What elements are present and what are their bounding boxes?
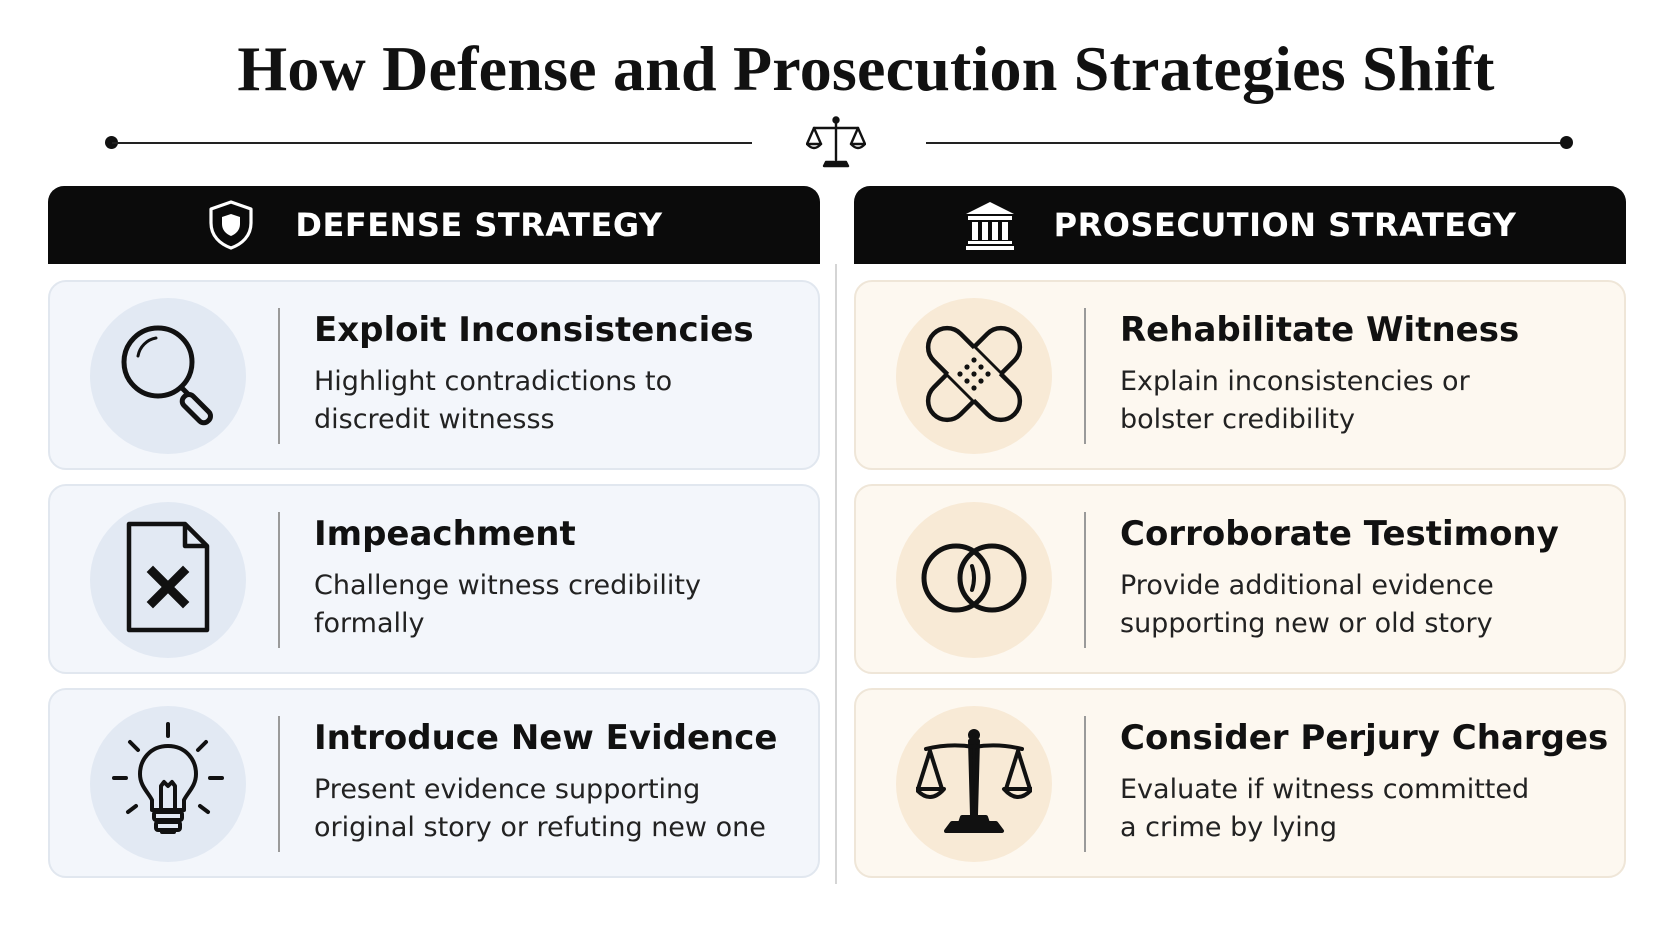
bandage-icon: [915, 315, 1033, 437]
card-separator: [278, 512, 280, 648]
prosecution-icon-bg: [896, 706, 1052, 862]
courthouse-icon: [964, 199, 1016, 251]
prosecution-header-label: PROSECUTION STRATEGY: [1053, 206, 1517, 244]
card-title: Rehabilitate Witness: [1120, 310, 1520, 350]
card-title: Impeachment: [314, 514, 576, 554]
card-description: Highlight contradictions to discredit wi…: [314, 363, 798, 439]
card-title: Corroborate Testimony: [1120, 514, 1559, 554]
prosecution-icon-bg: [896, 502, 1052, 658]
card-description-line: Provide additional evidence: [1120, 569, 1494, 601]
card-description: Provide additional evidence supporting n…: [1120, 567, 1604, 643]
card-description-line: Present evidence supporting: [314, 773, 701, 805]
shield-icon: [205, 199, 257, 251]
lightbulb-icon: [106, 720, 230, 848]
card-text: Introduce New Evidence Present evidence …: [314, 718, 798, 847]
card-description: Explain inconsistencies or bolster credi…: [1120, 363, 1604, 439]
document-x-icon: [113, 518, 223, 642]
card-description-line: Explain inconsistencies or: [1120, 365, 1470, 397]
card-separator: [1084, 716, 1086, 852]
card-description-line: supporting new or old story: [1120, 607, 1493, 639]
card-separator: [1084, 308, 1086, 444]
card-separator: [278, 308, 280, 444]
divider-line-right: [926, 142, 1566, 144]
card-text: Corroborate Testimony Provide additional…: [1120, 514, 1604, 643]
card-description-line: Highlight contradictions to: [314, 365, 673, 397]
defense-icon-bg: [90, 298, 246, 454]
defense-icon-bg: [90, 706, 246, 862]
card-description-line: discredit witnesss: [314, 403, 555, 435]
defense-card-introduce-new-evidence: Introduce New Evidence Present evidence …: [48, 688, 820, 878]
prosecution-icon-bg: [896, 298, 1052, 454]
divider-dot-right: [1560, 136, 1573, 149]
card-text: Rehabilitate Witness Explain inconsisten…: [1120, 310, 1604, 439]
card-description-line: a crime by lying: [1120, 811, 1338, 843]
prosecution-header: PROSECUTION STRATEGY: [854, 186, 1626, 264]
card-separator: [278, 716, 280, 852]
card-title: Exploit Inconsistencies: [314, 310, 754, 350]
card-title: Introduce New Evidence: [314, 718, 778, 758]
defense-card-impeachment: Impeachment Challenge witness credibilit…: [48, 484, 820, 674]
prosecution-card-rehabilitate-witness: Rehabilitate Witness Explain inconsisten…: [854, 280, 1626, 470]
defense-icon-bg: [90, 502, 246, 658]
card-description-line: Evaluate if witness committed: [1120, 773, 1530, 805]
card-description: Evaluate if witness committed a crime by…: [1120, 771, 1604, 847]
divider-line-left: [112, 142, 752, 144]
scale-icon: [805, 114, 867, 170]
prosecution-column: PROSECUTION STRATEGY: [854, 186, 1626, 878]
magnifying-glass-icon: [108, 314, 228, 438]
prosecution-card-corroborate-testimony: Corroborate Testimony Provide additional…: [854, 484, 1626, 674]
card-separator: [1084, 512, 1086, 648]
defense-card-exploit-inconsistencies: Exploit Inconsistencies Highlight contra…: [48, 280, 820, 470]
card-description-line: formally: [314, 607, 425, 639]
defense-header-label: DEFENSE STRATEGY: [295, 206, 663, 244]
scale-icon: [914, 727, 1034, 841]
card-text: Impeachment Challenge witness credibilit…: [314, 514, 798, 643]
page-title: How Defense and Prosecution Strategies S…: [237, 33, 1495, 104]
card-description: Present evidence supporting original sto…: [314, 771, 798, 847]
card-description-line: Challenge witness credibility: [314, 569, 701, 601]
defense-header: DEFENSE STRATEGY: [48, 186, 820, 264]
card-text: Consider Perjury Charges Evaluate if wit…: [1120, 718, 1609, 847]
defense-column: DEFENSE STRATEGY Exploit Inconsistencies…: [48, 186, 820, 878]
card-text: Exploit Inconsistencies Highlight contra…: [314, 310, 798, 439]
overlapping-circles-icon: [918, 538, 1030, 622]
card-title: Consider Perjury Charges: [1120, 718, 1609, 758]
prosecution-card-consider-perjury-charges: Consider Perjury Charges Evaluate if wit…: [854, 688, 1626, 878]
card-description-line: bolster credibility: [1120, 403, 1355, 435]
card-description-line: original story or refuting new one: [314, 811, 766, 843]
column-separator: [835, 264, 837, 884]
divider-dot-left: [105, 136, 118, 149]
card-description: Challenge witness credibility formally: [314, 567, 798, 643]
